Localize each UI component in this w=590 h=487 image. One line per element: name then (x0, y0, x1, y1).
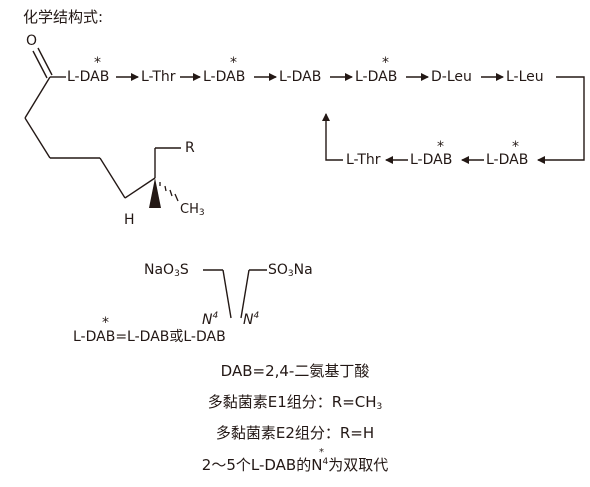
residue-8: L-DAB (486, 152, 529, 168)
chain-bond-2 (24, 117, 51, 159)
residue-3: L-DAB (203, 69, 246, 85)
chain-bond-1 (24, 76, 51, 119)
chain-bond-4 (99, 157, 126, 199)
arrow-10 (322, 113, 343, 161)
left-n-bond (222, 269, 232, 319)
note-e2: 多黏菌素E2组分：R=H (215, 424, 375, 442)
wedge-bond (149, 178, 161, 208)
residue-4: L-DAB (279, 69, 322, 85)
star-marker: * (512, 139, 519, 155)
star-marker: * (437, 139, 444, 155)
arrow-7 (537, 76, 585, 164)
residue-1: L-DAB (67, 69, 110, 85)
star-marker: * (319, 447, 324, 458)
carbonyl-bond-a (37, 47, 53, 76)
sulfonate-right-label: SO3Na (268, 262, 313, 279)
star-marker: * (382, 55, 389, 71)
note-dab: DAB=2,4-二氨基丁酸 (220, 362, 370, 380)
carbonyl-bond-b (32, 50, 48, 79)
residue-5: L-DAB (355, 69, 398, 85)
residue-7: L-Leu (506, 69, 544, 85)
hashed-bond (159, 182, 179, 202)
residue-9: L-DAB (410, 152, 453, 168)
n4-left-label: N4 (202, 311, 219, 328)
chain-bond-5 (124, 177, 156, 199)
star-marker: * (102, 315, 109, 331)
note-e1: 多黏菌素E1组分：R=CH3 (207, 393, 383, 412)
n4-right-label: N4 (243, 311, 260, 328)
methyl-label: CH3 (180, 202, 205, 218)
sulfonate-left-label: NaO3S (144, 262, 189, 279)
diagram-heading: 化学结构式: (23, 8, 104, 26)
right-n-bond (240, 269, 250, 319)
r-group-label: R (185, 140, 195, 156)
dab-definition: L-DAB=L-DAB或L-DAB (73, 329, 226, 345)
note-substitution: 2～5个L-DAB的N4为双取代 (201, 456, 389, 474)
residue-6: D-Leu (431, 69, 472, 85)
residue-2: L-Thr (141, 69, 176, 85)
residue-10: L-Thr (346, 152, 381, 168)
star-marker: * (230, 55, 237, 71)
star-marker: * (94, 55, 101, 71)
oxygen-label: O (26, 33, 38, 49)
hydrogen-label: H (124, 212, 135, 228)
